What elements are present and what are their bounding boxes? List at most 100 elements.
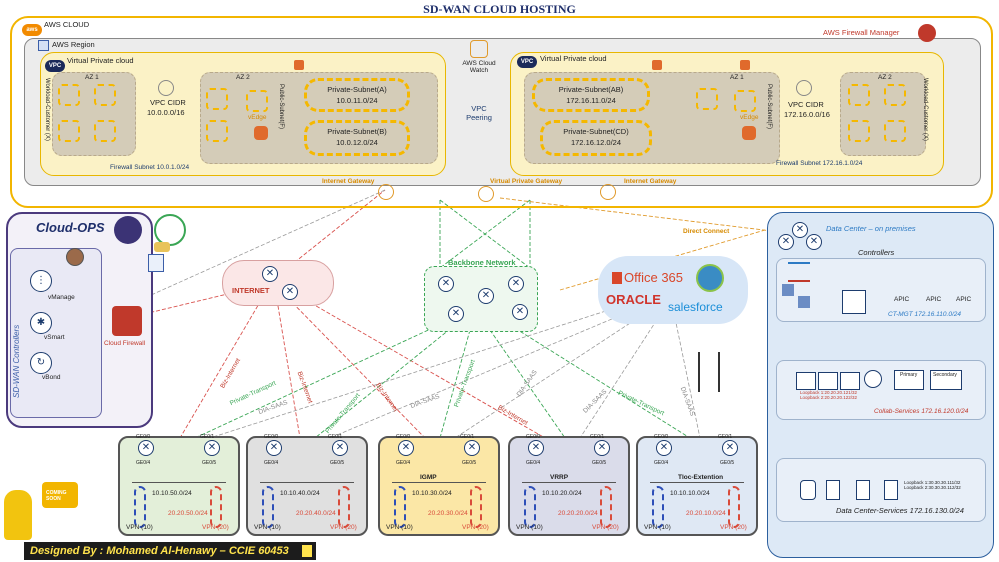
site-ge-label: GE0/0 — [264, 434, 279, 440]
right-az2 — [840, 72, 926, 156]
site-ge-label: GE0/5 — [592, 460, 607, 466]
vpn10-segment-icon — [134, 486, 146, 528]
internet-router-icon: ✕ — [282, 284, 298, 300]
collab-server-icon — [796, 372, 816, 390]
subnet-ab-name: Private-Subnet(AB) — [558, 85, 624, 94]
right-router-icon — [796, 80, 812, 96]
site-net-blue: 10.10.30.0/24 — [412, 490, 452, 497]
site-ge-label: GE0/1 — [200, 434, 215, 440]
left-workload-instance-icon — [94, 120, 116, 142]
cloud-ops-tools-icon — [114, 216, 142, 244]
site-router-icon: ✕ — [464, 440, 480, 456]
left-vpc-label: Virtual Private cloud — [67, 56, 134, 65]
left-private-subnet-a: Private-Subnet(A) 10.0.11.0/24 — [304, 78, 410, 112]
right-workload-instance-icon — [848, 84, 870, 106]
cloudwatch-label: AWS Cloud Watch — [462, 60, 496, 74]
vsmart-label: vSmart — [44, 334, 65, 341]
battery-icon — [154, 214, 186, 246]
site-ge-label: GE0/0 — [136, 434, 151, 440]
primary-server-icon — [894, 370, 924, 390]
backbone-router-icon: ✕ — [448, 306, 464, 322]
ct-mgt-label: CT-MGT 172.16.110.0/24 — [888, 311, 961, 318]
storage-icon — [800, 480, 816, 500]
internet-label: INTERNET — [232, 286, 270, 295]
vmanage-label: vManage — [48, 294, 75, 301]
aws-cloud-icon: aws — [22, 24, 42, 36]
internet-cloud — [222, 260, 334, 306]
site-ge-label: GE0/0 — [526, 434, 541, 440]
site-ge-label: GE0/4 — [526, 460, 541, 466]
left-az1-label: AZ 1 — [85, 74, 99, 81]
left-az2-instance-icon — [206, 88, 228, 110]
left-public-subnet-label: Public-Subnet(F) — [278, 84, 284, 130]
controllers-label: Controllers — [858, 248, 895, 257]
sdwan-controllers-box — [10, 248, 102, 418]
oracle-label: ORACLE — [606, 292, 661, 307]
right-public-subnet-label: Public-Subnet(F) — [766, 84, 772, 130]
right-az2-label: AZ 2 — [878, 74, 892, 81]
site-feature-label: VRRP — [550, 474, 569, 481]
site-vpn-right: VPN (20) — [462, 524, 489, 531]
right-vpc-cidr-label: VPC CIDR — [788, 100, 824, 109]
site-router-icon: ✕ — [138, 440, 154, 456]
coming-soon-badge — [42, 482, 78, 508]
left-vpc-cidr: 10.0.0.0/16 — [147, 108, 185, 117]
apic-label-3: APIC — [956, 296, 972, 303]
sdwan-controllers-title: SD-WAN Controllers — [12, 324, 21, 398]
site-feature-label: IGMP — [420, 474, 437, 481]
site-router-icon: ✕ — [656, 440, 672, 456]
site-router-icon: ✕ — [332, 440, 348, 456]
speaker-icon — [302, 545, 312, 557]
office365-label: Office 365 — [624, 270, 684, 285]
right-subnet-lock-icon — [652, 60, 662, 70]
right-az1-instance-icon — [696, 88, 718, 110]
primary-label: Primary — [900, 372, 918, 378]
aws-cloud-label: AWS CLOUD — [44, 20, 90, 29]
site-ge-label: GE0/0 — [654, 434, 669, 440]
internet-gateway-left-label: Internet Gateway — [322, 178, 375, 185]
backbone-router-icon: ✕ — [438, 276, 454, 292]
vpn10-segment-icon — [394, 486, 406, 528]
vbond-label: vBond — [42, 374, 61, 381]
internet-gateway-right-icon — [600, 184, 616, 200]
left-vpc-tag: VPC — [45, 60, 65, 72]
apic-label-1: APIC — [894, 296, 910, 303]
site-router-icon: ✕ — [398, 440, 414, 456]
site-vpn-right: VPN (20) — [720, 524, 747, 531]
site-ge-label: GE0/1 — [718, 434, 733, 440]
site-ge-label: GE0/4 — [136, 460, 151, 466]
storage-icon — [856, 480, 870, 500]
vpn20-segment-icon — [470, 486, 482, 528]
right-workload-instance-icon — [884, 84, 906, 106]
site-ge-label: GE0/1 — [328, 434, 343, 440]
site-lan-line — [650, 482, 744, 483]
right-private-subnet-cd: Private-Subnet(CD) 172.16.12.0/24 — [540, 120, 652, 156]
vpn10-segment-icon — [652, 486, 664, 528]
vpn20-segment-icon — [338, 486, 350, 528]
site-vpn-right: VPN (20) — [592, 524, 619, 531]
site-vpn-left: VPN (10) — [386, 524, 413, 531]
subnet-b-cidr: 10.0.12.0/24 — [336, 138, 378, 147]
internet-router-icon: ✕ — [262, 266, 278, 282]
site-net-blue: 10.10.10.0/24 — [670, 490, 710, 497]
site-router-icon: ✕ — [528, 440, 544, 456]
left-vedge-icon — [246, 90, 268, 112]
site-net-blue: 10.10.20.0/24 — [542, 490, 582, 497]
right-subnet-lock-icon — [740, 60, 750, 70]
site-ge-label: GE0/4 — [654, 460, 669, 466]
site-ge-label: GE0/1 — [460, 434, 475, 440]
left-az2-label: AZ 2 — [236, 74, 250, 81]
right-workload-instance-icon — [848, 120, 870, 142]
site-net-blue: 10.10.50.0/24 — [152, 490, 192, 497]
apic-controller-icon — [842, 290, 866, 314]
left-vedge-label: vEdge — [248, 114, 267, 121]
site-vpn-left: VPN (10) — [516, 524, 543, 531]
right-az1-label: AZ 1 — [730, 74, 744, 81]
collab-server-icon — [840, 372, 860, 390]
site-ge-label: GE0/5 — [202, 460, 217, 466]
dna-icon — [788, 262, 810, 282]
site-lan-line — [132, 482, 226, 483]
site-vpn-left: VPN (10) — [254, 524, 281, 531]
user-avatar-icon — [66, 248, 84, 266]
cloud-firewall-icon — [112, 306, 142, 336]
